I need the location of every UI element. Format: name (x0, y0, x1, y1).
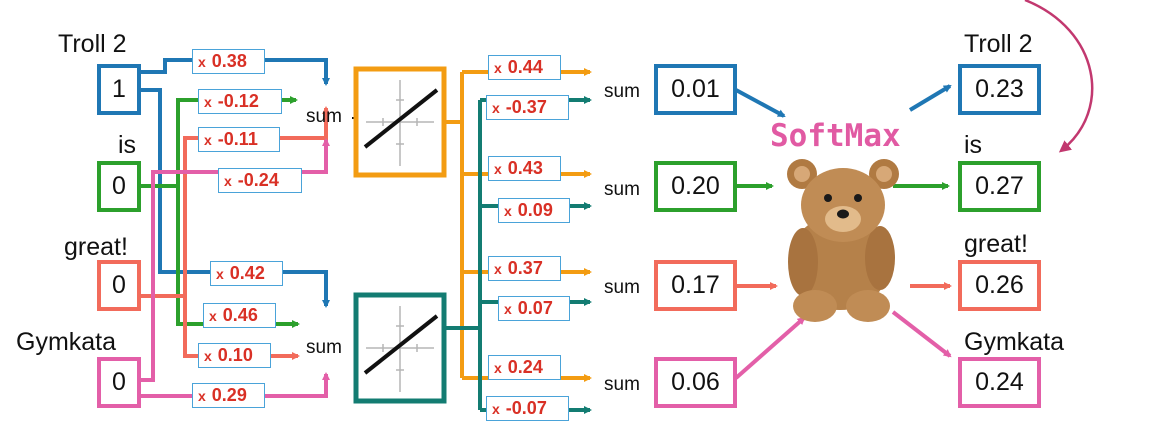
input-word-great: great! (64, 233, 128, 261)
sum-label-out-1: sum (604, 81, 640, 102)
edge-gymkata-top (141, 138, 330, 382)
input-value-is: 0 (97, 161, 141, 212)
output-prob-troll2: 0.23 (958, 64, 1041, 115)
input-word-troll2: Troll 2 (58, 30, 127, 58)
sum-label-bottom: sum (306, 337, 342, 358)
input-word-is: is (118, 131, 137, 159)
identity-activation-icon-top (353, 66, 447, 178)
sum-label-out-4: sum (604, 374, 640, 395)
input-value-great: 0 (97, 260, 141, 311)
output-sum-gymkata: 0.06 (654, 357, 737, 408)
edge-troll2-bottom (141, 88, 330, 308)
output-word-troll2: Troll 2 (964, 30, 1033, 58)
output-sum-great: 0.17 (654, 260, 737, 311)
output-word-is: is (964, 131, 983, 159)
weight-box: x-0.11 (198, 127, 280, 152)
input-value-troll2: 1 (97, 64, 141, 115)
sum-label-top: sum (306, 106, 342, 127)
output-prob-is: 0.27 (958, 161, 1041, 212)
output-word-gymkata: Gymkata (964, 328, 1065, 356)
output-word-great: great! (964, 230, 1028, 258)
weight-box: x-0.24 (218, 168, 302, 193)
weight-box: x-0.37 (486, 95, 569, 120)
sum-label-out-2: sum (604, 179, 640, 200)
sum-label-out-3: sum (604, 277, 640, 298)
input-value-gymkata: 0 (97, 357, 141, 408)
weight-box: x-0.12 (198, 89, 282, 114)
teddy-bear-icon (787, 159, 899, 322)
input-word-gymkata: Gymkata (16, 328, 117, 356)
highlight-arrow (1024, 0, 1094, 153)
output-sum-is: 0.20 (654, 161, 737, 212)
softmax-label: SoftMax (770, 118, 901, 154)
output-prob-great: 0.26 (958, 260, 1041, 311)
output-sum-troll2: 0.01 (654, 64, 737, 115)
weight-box: x-0.07 (486, 396, 569, 421)
output-prob-gymkata: 0.24 (958, 357, 1041, 408)
edge-troll2-top (141, 58, 330, 86)
identity-activation-icon-bottom (353, 292, 447, 404)
